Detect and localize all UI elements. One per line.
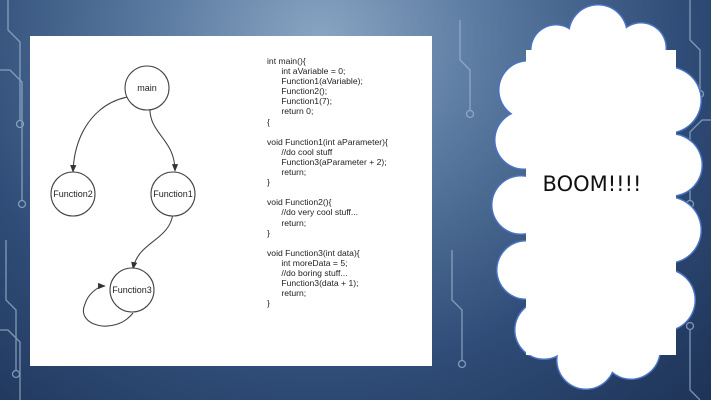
code-line: //do boring stuff... [267, 267, 348, 278]
code-line: void Function2(){ [267, 197, 332, 208]
svg-text:Function2: Function2 [53, 189, 93, 199]
edge-main-function1 [149, 105, 179, 172]
node-function2: Function2 [50, 171, 96, 217]
code-line [267, 127, 432, 137]
node-function1: Function1 [150, 171, 196, 217]
code-line: //do cool stuff [267, 146, 333, 157]
code-line: int aVariable = 0; [267, 66, 346, 77]
code-line: Function3(aParameter + 2); [267, 156, 387, 167]
code-line: int moreData = 5; [267, 257, 348, 268]
code-line: return; [267, 217, 307, 228]
code-line [267, 238, 432, 248]
code-line: Function2(); [267, 86, 328, 97]
code-line: //do very cool stuff... [267, 207, 359, 218]
code-line: return 0; [267, 106, 314, 117]
svg-text:Function3: Function3 [112, 285, 152, 295]
code-line: Function1(aVariable); [267, 76, 363, 87]
code-line: return; [267, 167, 307, 178]
edge-function1-function3 [131, 212, 174, 270]
code-line: void Function3(int data){ [267, 247, 360, 258]
edge-function3-self-loop [82, 282, 134, 327]
code-line: void Function1(int aParameter){ [267, 136, 388, 147]
code-line [267, 187, 432, 197]
svg-text:main: main [137, 83, 157, 93]
code-line: } [267, 298, 270, 309]
slide-figure-panel: main Function2 Function1 Function3 int m… [30, 36, 432, 366]
code-line: } [267, 177, 270, 188]
node-function3: Function3 [109, 267, 155, 313]
code-line: Function3(data + 1); [267, 278, 359, 289]
code-line: { [267, 116, 270, 127]
call-graph: main Function2 Function1 Function3 [50, 65, 196, 327]
node-main: main [124, 65, 170, 111]
code-line: return; [267, 288, 307, 299]
code-line: int main(){ [267, 56, 306, 66]
code-listing: int main(){ int aVariable = 0; Function1… [267, 56, 432, 308]
svg-text:Function1: Function1 [153, 189, 193, 199]
code-line: Function1(7); [267, 96, 332, 107]
code-line: } [267, 227, 270, 238]
boom-cloud [491, 4, 703, 390]
boom-text: BOOM!!!! [542, 172, 642, 196]
